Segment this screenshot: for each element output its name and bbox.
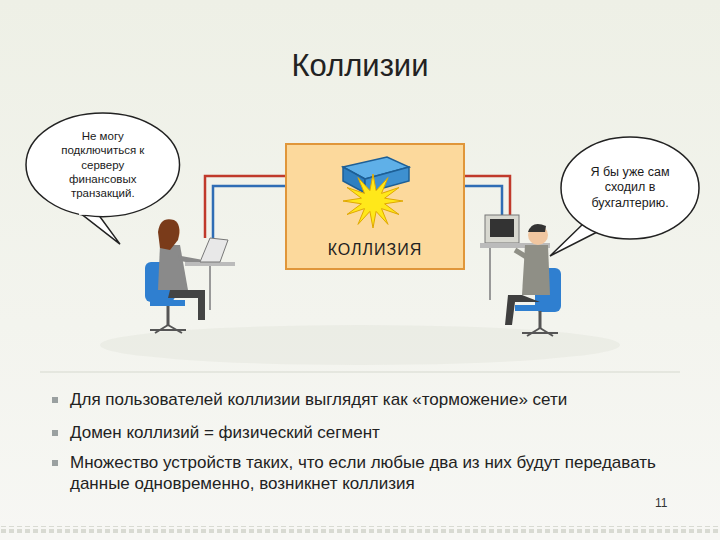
bullet-mark	[52, 430, 58, 436]
slide-title: Коллизии	[0, 48, 720, 84]
collision-box: КОЛЛИЗИЯ	[285, 143, 465, 270]
bullet-text: Для пользователей коллизии выглядят как …	[70, 389, 670, 410]
speech-bubble: Не могу подключиться к серверу финансовы…	[25, 112, 181, 218]
box-fill	[286, 144, 464, 269]
speech-bubble: Я бы уже сам сходил в бухгалтерию.	[560, 136, 700, 240]
floor-shadow	[100, 325, 620, 365]
bullet-mark	[52, 460, 58, 466]
bubble-tail	[82, 213, 120, 244]
collision-label: КОЛЛИЗИЯ	[295, 240, 455, 260]
page-number: 11	[655, 496, 667, 510]
bubble-text: Я бы уже сам сходил в бухгалтерию.	[580, 165, 680, 212]
bubble-join	[582, 221, 608, 227]
bubble-outline	[561, 137, 699, 239]
bubble-join	[79, 212, 101, 213]
bullet-text: Множество устройств таких, что если любы…	[70, 452, 670, 494]
woman-at-laptop	[145, 219, 235, 333]
bullet-mark	[52, 397, 58, 403]
collision-burst	[343, 174, 403, 228]
bottom-strip	[0, 526, 720, 534]
man-at-computer	[480, 215, 561, 336]
bubble-outline	[26, 113, 180, 217]
bubble-text: Не могу подключиться к серверу финансовы…	[47, 129, 159, 201]
bullet-text: Домен коллизий = физический сегмент	[70, 422, 670, 443]
separator	[40, 372, 680, 373]
